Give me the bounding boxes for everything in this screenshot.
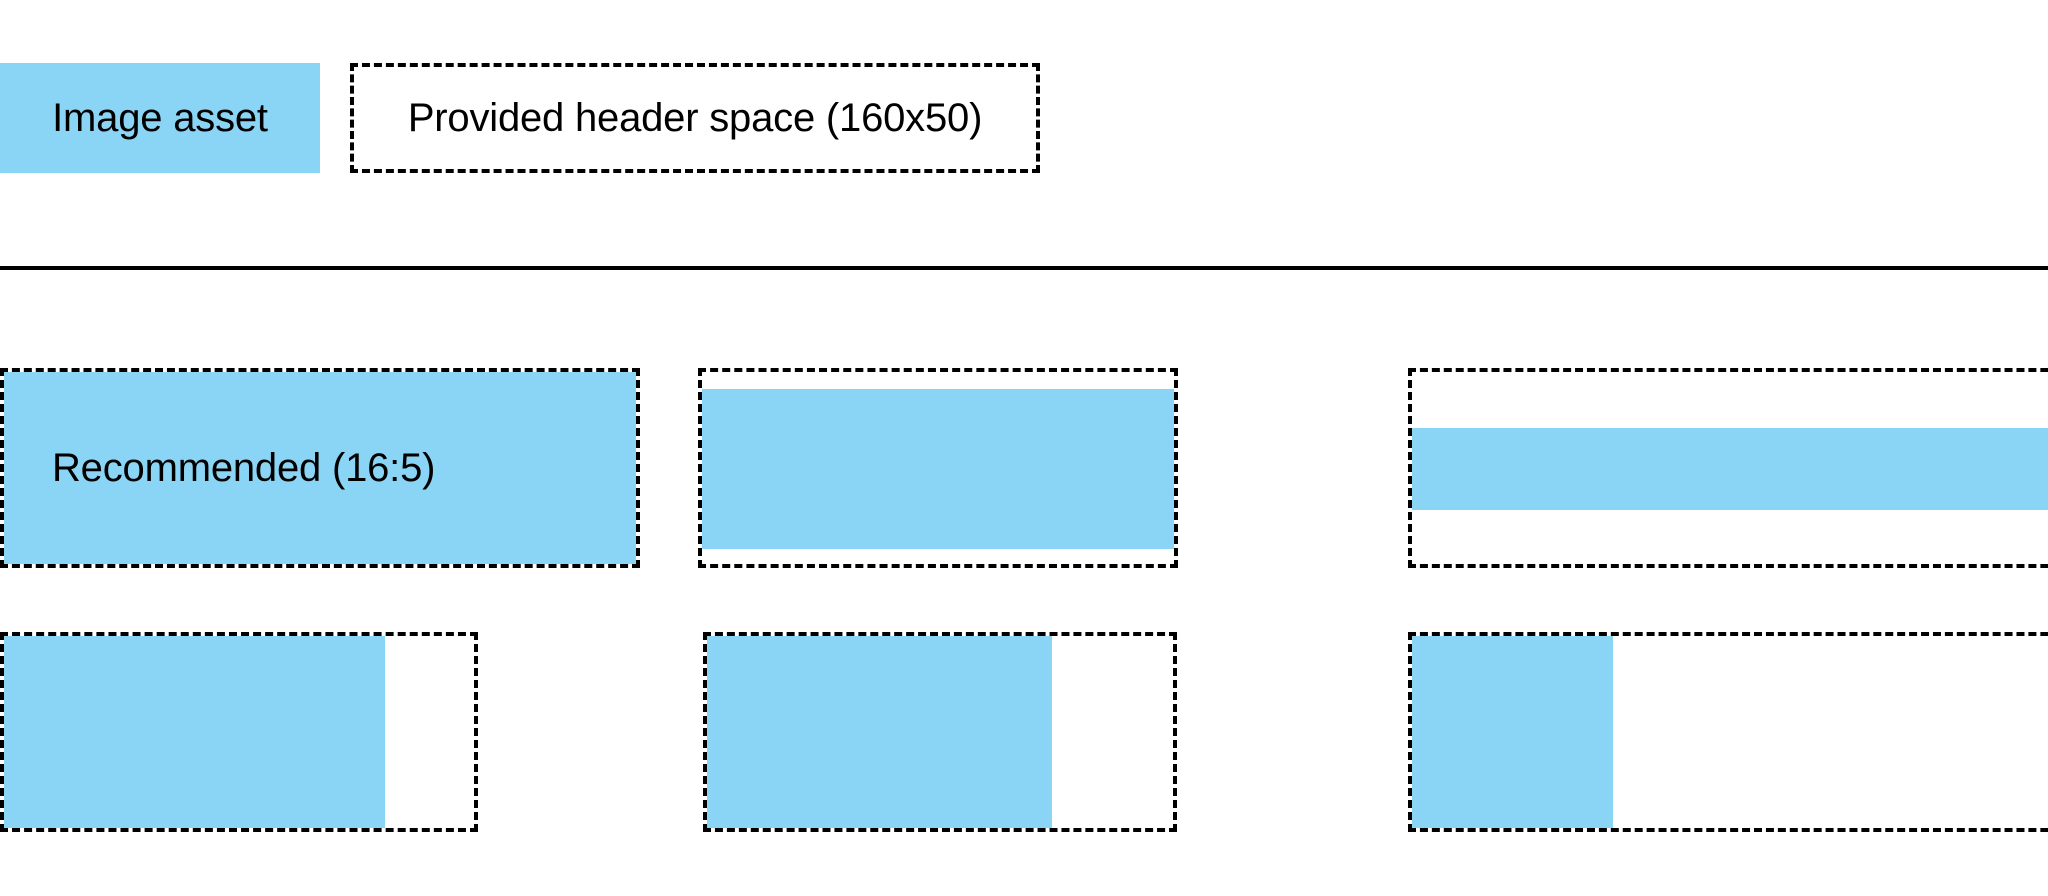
- cell-recommended-16-5: Recommended (16:5): [0, 368, 640, 568]
- asset-fill: [1412, 427, 2048, 511]
- asset-fill: [707, 636, 1052, 828]
- recommended-ratio-label: Recommended (16:5): [52, 446, 436, 490]
- asset-fill: [4, 372, 636, 564]
- asset-fill: [702, 389, 1174, 549]
- cell-much-shorter-asset: [1408, 368, 2048, 568]
- provided-header-space-box: Provided header space (160x50): [350, 63, 1040, 173]
- section-divider: [0, 266, 2048, 270]
- asset-fill: [4, 636, 385, 828]
- provided-header-space-label: Provided header space (160x50): [407, 96, 983, 140]
- cell-narrow-asset: [703, 632, 1177, 832]
- cell-narrowest-asset: [1408, 632, 2048, 832]
- image-asset-swatch: Image asset: [0, 63, 320, 173]
- header-row: Image asset Provided header space (160x5…: [0, 63, 2048, 173]
- cell-narrower-asset: [0, 632, 478, 832]
- asset-fill: [1412, 636, 1613, 828]
- image-asset-label: Image asset: [52, 96, 268, 140]
- cell-shorter-asset: [698, 368, 1178, 568]
